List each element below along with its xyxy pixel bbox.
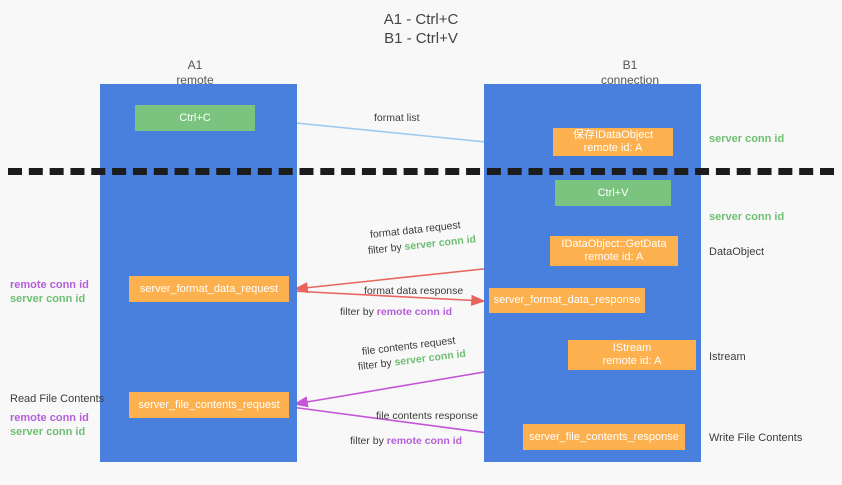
annotation-server-conn-id-top: server conn id [709, 133, 785, 145]
annotation-conn-ids-format: remote conn id server conn id [10, 278, 96, 306]
edge-label-format-data-response: format data response [364, 285, 464, 297]
node-server-format-data-request[interactable]: server_format_data_request [129, 276, 289, 302]
edge-filter-format-data-response: filter by remote conn id [340, 305, 452, 319]
edge-filter-file-contents-response: filter by remote conn id [350, 434, 462, 448]
node-ctrl-v[interactable]: Ctrl+V [555, 180, 671, 206]
arrow-file-contents-response [290, 406, 520, 441]
edge-label-file-contents-response: file contents response [376, 410, 479, 422]
node-istream[interactable]: IStream remote id: A [568, 340, 696, 370]
annotation-conn-ids-file: remote conn id server conn id [10, 411, 96, 439]
filter-value-remote-conn-id: remote conn id [386, 435, 463, 447]
filter-prefix: filter by [340, 306, 377, 318]
column-header-a1: A1 remote [176, 58, 214, 87]
annotation-server-conn-id: server conn id [10, 293, 86, 305]
dashed-divider [8, 168, 834, 175]
arrow-format-data-response [290, 290, 486, 306]
node-save-idataobject[interactable]: 保存IDataObject remote id: A [553, 128, 673, 156]
node-idataobject-getdata[interactable]: IDataObject::GetData remote id: A [550, 236, 678, 266]
filter-prefix: filter by [350, 435, 387, 447]
annotation-server-conn-id-mid: server conn id [709, 211, 785, 223]
annotation-istream: Istream [709, 351, 746, 363]
edge-label-format-list: format list [374, 112, 420, 124]
node-server-file-contents-response[interactable]: server_file_contents_response [523, 424, 685, 450]
node-server-file-contents-request[interactable]: server_file_contents_request [129, 392, 289, 418]
annotation-remote-conn-id: remote conn id [10, 412, 89, 424]
annotation-write-file-contents: Write File Contents [709, 432, 803, 444]
annotation-read-file-contents: Read File Contents [10, 393, 105, 405]
column-header-b1: B1 connection [600, 58, 660, 87]
annotation-dataobject: DataObject [709, 246, 765, 258]
annotation-server-conn-id: server conn id [10, 426, 86, 438]
node-ctrl-c[interactable]: Ctrl+C [135, 105, 255, 131]
filter-prefix: filter by [367, 241, 406, 257]
filter-value-remote-conn-id: remote conn id [376, 306, 453, 318]
node-server-format-data-response[interactable]: server_format_data_response [489, 288, 645, 313]
annotation-remote-conn-id: remote conn id [10, 279, 89, 291]
page-title: A1 - Ctrl+C B1 - Ctrl+V [383, 11, 459, 47]
